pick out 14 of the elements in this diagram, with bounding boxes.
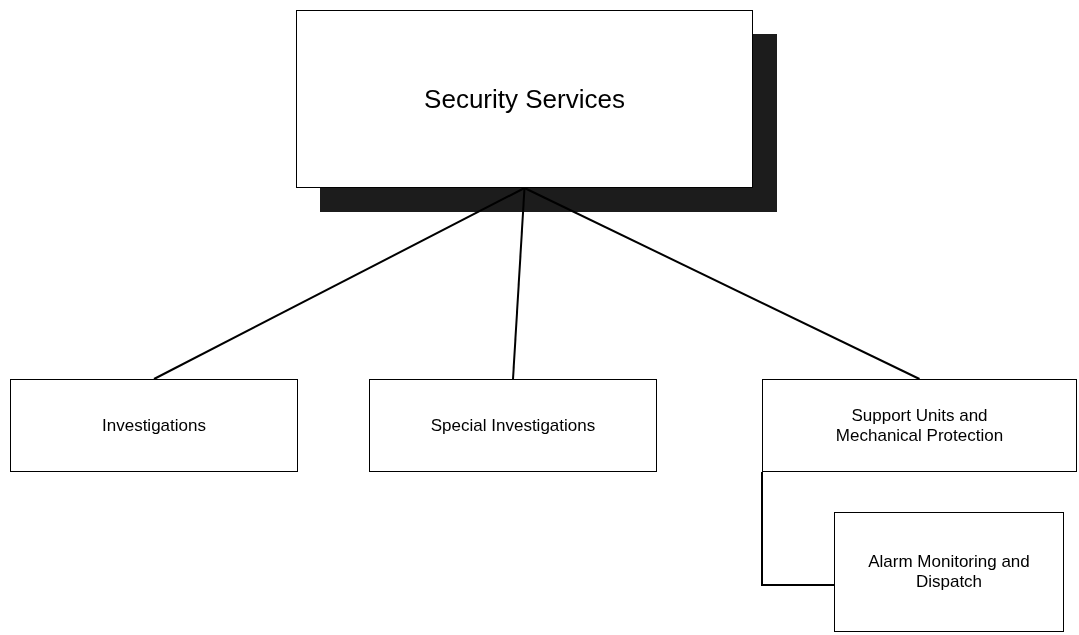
box-label: Special Investigations bbox=[429, 415, 597, 436]
connector-line bbox=[153, 187, 526, 380]
box-label: Investigations bbox=[101, 415, 207, 436]
connector-line bbox=[523, 187, 921, 380]
connector-line bbox=[761, 471, 835, 586]
org-box bbox=[369, 379, 657, 472]
connector-line bbox=[512, 187, 526, 380]
org-box bbox=[296, 10, 753, 188]
box-label: Security Services bbox=[423, 83, 626, 115]
box-label: Alarm Monitoring and Dispatch bbox=[867, 552, 1031, 592]
box-label: Support Units and Mechanical Protection bbox=[834, 405, 1005, 446]
org-box bbox=[10, 379, 298, 472]
org-box bbox=[762, 379, 1077, 472]
org-box bbox=[834, 512, 1064, 632]
